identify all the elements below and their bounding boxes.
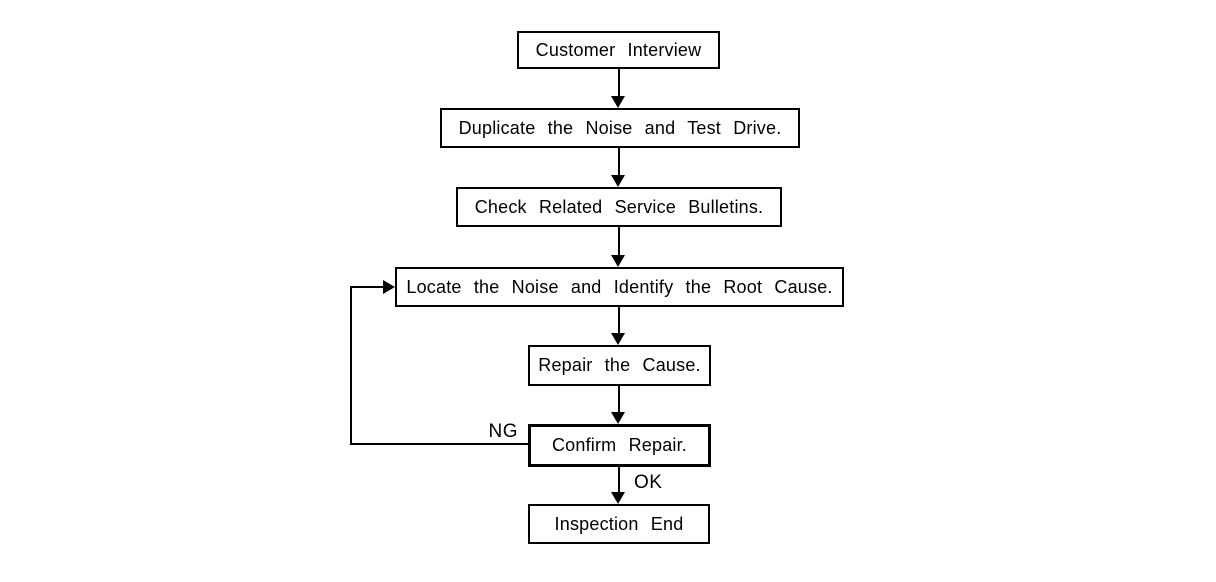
connector-4-line (618, 307, 620, 336)
edge-label-ok: OK (634, 472, 663, 493)
connector-5-line (618, 386, 620, 415)
feedback-line-top (352, 286, 383, 288)
connector-1-line (618, 69, 620, 99)
arrowhead-down-icon (611, 255, 625, 267)
node-inspection-end: Inspection End (528, 504, 710, 544)
node-check-service-bulletins: Check Related Service Bulletins. (456, 187, 782, 227)
feedback-line-bottom (350, 443, 528, 445)
node-locate-noise-root-cause: Locate the Noise and Identify the Root C… (395, 267, 844, 307)
node-repair-cause: Repair the Cause. (528, 345, 711, 386)
connector-3-line (618, 227, 620, 257)
edge-label-ng: NG (488, 421, 518, 442)
connector-6-line (618, 467, 620, 495)
arrowhead-right-icon (383, 280, 395, 294)
arrowhead-down-icon (611, 175, 625, 187)
arrowhead-down-icon (611, 333, 625, 345)
arrowhead-down-icon (611, 96, 625, 108)
connector-2-line (618, 148, 620, 178)
feedback-line-vertical (350, 286, 352, 445)
node-duplicate-noise-test-drive: Duplicate the Noise and Test Drive. (440, 108, 800, 148)
arrowhead-down-icon (611, 412, 625, 424)
arrowhead-down-icon (611, 492, 625, 504)
node-customer-interview: Customer Interview (517, 31, 720, 69)
node-confirm-repair: Confirm Repair. (528, 424, 711, 467)
